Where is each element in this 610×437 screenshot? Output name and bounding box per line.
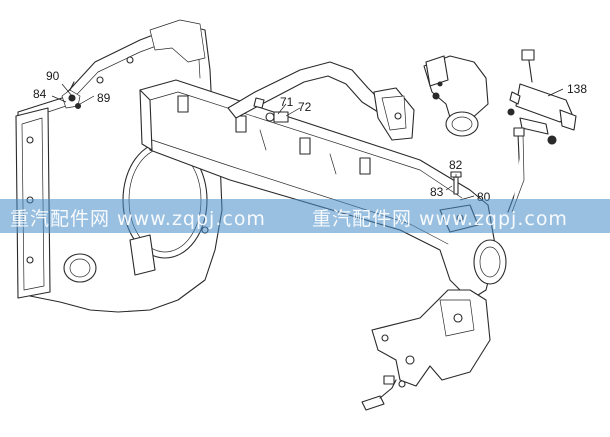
callout-72: 72: [298, 100, 312, 114]
watermark-text-right: 重汽配件网 www.zqpj.com: [312, 208, 568, 230]
coolant-hose: [227, 61, 415, 141]
callout-138: 138: [567, 82, 587, 96]
slave-cylinder-assembly: [507, 49, 577, 213]
callout-82: 82: [449, 158, 463, 172]
callout-71: 71: [280, 95, 294, 109]
bottom-stud-bolt: [361, 375, 406, 411]
callout-90: 90: [46, 69, 60, 83]
watermark-text-left: 重汽配件网 www.zqpj.com: [10, 208, 266, 230]
leader-lines: [51, 83, 564, 201]
callout-89: 89: [97, 91, 111, 105]
watermark-band: [0, 199, 610, 233]
fitting-71-72: [253, 97, 289, 123]
callout-83: 83: [430, 185, 444, 199]
lower-mounting-bracket: [371, 289, 491, 387]
flywheel-housing: [15, 19, 223, 313]
thermostat-housing: [423, 55, 489, 137]
screws-84-89-90: [68, 81, 82, 110]
callout-84: 84: [33, 87, 47, 101]
